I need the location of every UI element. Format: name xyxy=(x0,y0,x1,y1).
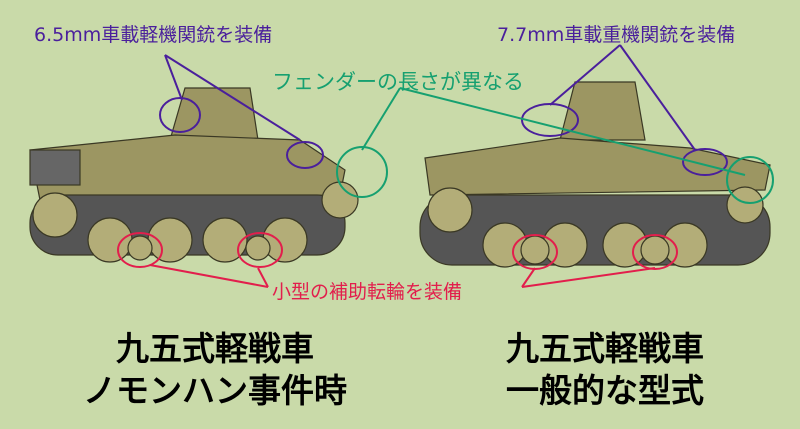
fender-callouts xyxy=(336,87,774,204)
right-gun-label: 7.7mm車載重機関銃を装備 xyxy=(497,24,736,46)
fender-label: フェンダーの長さが異なる xyxy=(272,70,524,94)
left-caption-line2: ノモンハン事件時 xyxy=(83,371,347,410)
left-tank-image xyxy=(29,87,359,263)
wheel-callouts xyxy=(117,232,678,288)
right-caption-line2: 一般的な型式 xyxy=(506,371,704,410)
left-caption-line1: 九五式軽戦車 xyxy=(116,329,314,368)
gun-callouts xyxy=(159,44,728,176)
left-caption: 九五式軽戦車 ノモンハン事件時 xyxy=(70,328,360,412)
right-tank-image xyxy=(419,81,771,268)
right-caption-line1: 九五式軽戦車 xyxy=(506,329,704,368)
right-caption: 九五式軽戦車 一般的な型式 xyxy=(460,328,750,412)
left-gun-label: 6.5mm車載軽機関銃を装備 xyxy=(34,24,273,46)
wheels-label: 小型の補助転輪を装備 xyxy=(272,281,463,303)
